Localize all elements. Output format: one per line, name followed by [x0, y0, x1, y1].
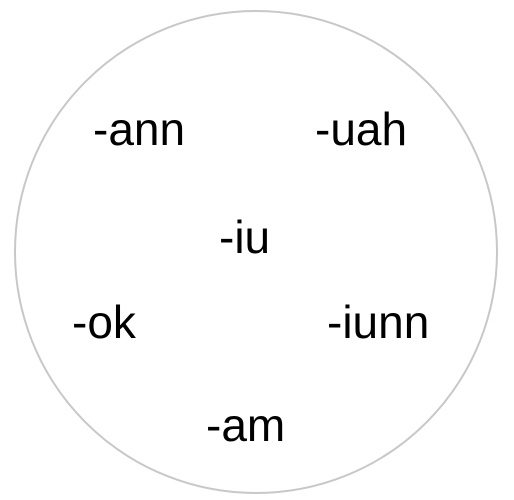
suffix-label-iu: -iu — [219, 211, 271, 263]
suffix-circle — [14, 10, 498, 494]
suffix-label-uah: -uah — [315, 103, 408, 155]
suffix-label-iunn: -iunn — [327, 296, 430, 348]
suffix-label-ok: -ok — [72, 296, 136, 348]
suffix-label-ann: -ann — [93, 103, 186, 155]
suffix-label-am: -am — [206, 399, 286, 451]
